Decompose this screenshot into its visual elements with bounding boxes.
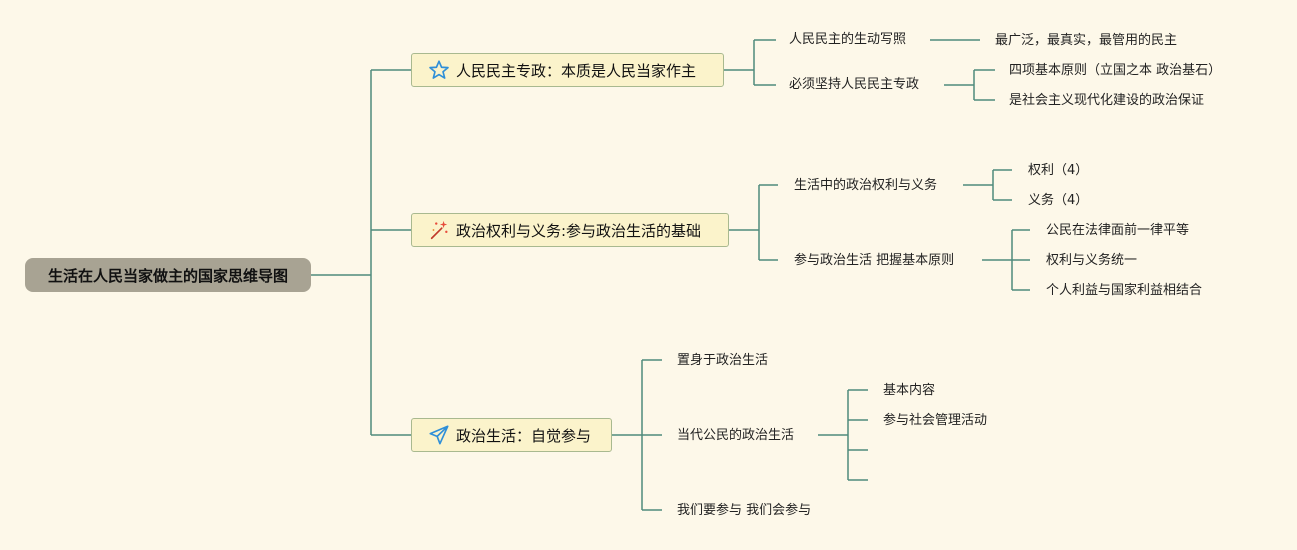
leaf-node[interactable]: 权利（4） (1028, 163, 1089, 178)
connector-branch-1 (724, 39, 776, 86)
leaf-node[interactable]: 最广泛，最真实，最管用的民主 (995, 33, 1178, 48)
leaf-node[interactable]: 是社会主义现代化建设的政治保证 (1009, 93, 1205, 108)
connector-b3-c2 (818, 389, 868, 481)
connector-b2-c2 (982, 229, 1030, 291)
branch-node-3[interactable]: 政治生活：自觉参与 (411, 418, 612, 452)
connector-b2-c1 (963, 169, 1012, 201)
send-icon (428, 424, 450, 446)
topic-node[interactable]: 人民民主的生动写照 (789, 32, 907, 47)
leaf-node[interactable]: 义务（4） (1028, 193, 1089, 208)
topic-node[interactable]: 当代公民的政治生活 (677, 428, 795, 443)
topic-node[interactable]: 必须坚持人民民主专政 (789, 77, 920, 92)
topic-node[interactable]: 置身于政治生活 (677, 353, 769, 368)
topic-node[interactable]: 生活中的政治权利与义务 (794, 178, 938, 193)
leaf-node[interactable]: 权利与义务统一 (1046, 253, 1138, 268)
branch-label: 政治生活：自觉参与 (456, 426, 592, 445)
branch-label: 政治权利与义务:参与政治生活的基础 (456, 221, 702, 240)
branch-label: 人民民主专政：本质是人民当家作主 (456, 61, 697, 80)
branch-node-2[interactable]: 政治权利与义务:参与政治生活的基础 (411, 213, 729, 247)
connector-root (311, 69, 411, 436)
leaf-node[interactable]: 公民在法律面前一律平等 (1046, 223, 1190, 238)
leaf-node[interactable]: 个人利益与国家利益相结合 (1046, 283, 1203, 298)
topic-node[interactable]: 我们要参与 我们会参与 (677, 503, 812, 518)
star-icon (428, 59, 450, 81)
leaf-node[interactable]: 四项基本原则（立国之本 政治基石） (1009, 63, 1222, 78)
root-node[interactable]: 生活在人民当家做主的国家思维导图 (25, 258, 311, 292)
connector-branch-2 (729, 184, 778, 261)
sparkle-icon (428, 219, 450, 241)
branch-node-1[interactable]: 人民民主专政：本质是人民当家作主 (411, 53, 724, 87)
connector-branch-3 (612, 359, 662, 511)
leaf-node[interactable]: 基本内容 (883, 383, 936, 398)
topic-node[interactable]: 参与政治生活 把握基本原则 (794, 253, 955, 268)
leaf-node[interactable]: 参与社会管理活动 (883, 413, 988, 428)
connector-b1-c2 (944, 69, 995, 101)
